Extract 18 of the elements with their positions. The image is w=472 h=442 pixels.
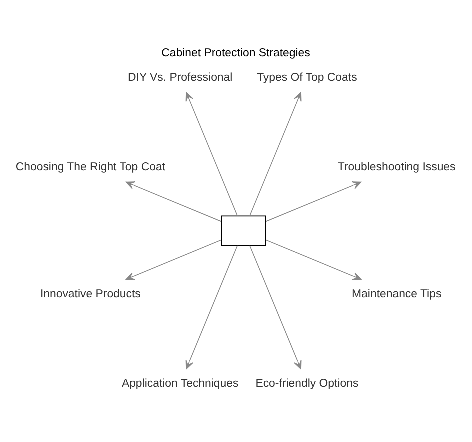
- node-box: [221, 215, 266, 246]
- node-text: Choosing The Right Top Coat: [16, 161, 166, 174]
- node-text: DIY Vs. Professional: [128, 71, 233, 84]
- arrow: [250, 244, 302, 370]
- arrow: [126, 181, 222, 222]
- node-text: Application Techniques: [122, 378, 239, 390]
- diagram-title: Cabinet Protection Strategies: [162, 47, 310, 60]
- node-text: Types Of Top Coats: [257, 71, 358, 84]
- arrow: [186, 244, 238, 370]
- arrow: [266, 239, 362, 280]
- arrow: [126, 239, 222, 280]
- node-text: Maintenance Tips: [352, 288, 442, 300]
- node-text: Troubleshooting Issues: [338, 161, 456, 174]
- arrow: [186, 92, 238, 216]
- arrow: [250, 92, 302, 216]
- node-text: Eco-friendly Options: [256, 378, 359, 390]
- arrow: [266, 181, 362, 222]
- node-text: Innovative Products: [40, 288, 141, 300]
